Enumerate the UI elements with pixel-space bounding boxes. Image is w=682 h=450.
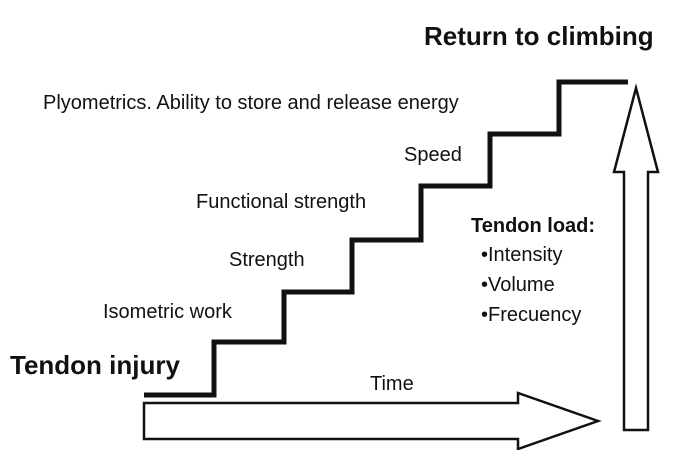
tendon-load-title: Tendon load:	[471, 215, 596, 237]
step-label-strength: Strength	[229, 249, 305, 271]
tendon-load-item-volume: •Volume	[481, 274, 555, 296]
step-label-functional-strength: Functional strength	[196, 191, 367, 213]
step-label-speed: Speed	[404, 144, 462, 166]
time-arrow	[142, 391, 602, 450]
time-label: Time	[370, 373, 414, 395]
tendon-load-item-frecuency: •Frecuency	[481, 304, 582, 326]
staircase-line	[144, 79, 628, 398]
tendon-injury-label: Tendon injury	[10, 350, 180, 380]
tendon-load-arrow	[612, 83, 660, 432]
return-to-climbing-label: Return to climbing	[424, 21, 654, 51]
step-label-isometric-work: Isometric work	[103, 301, 232, 323]
step-label-plyometrics: Plyometrics. Ability to store and releas…	[43, 92, 459, 114]
tendon-load-item-intensity: •Intensity	[481, 244, 563, 266]
